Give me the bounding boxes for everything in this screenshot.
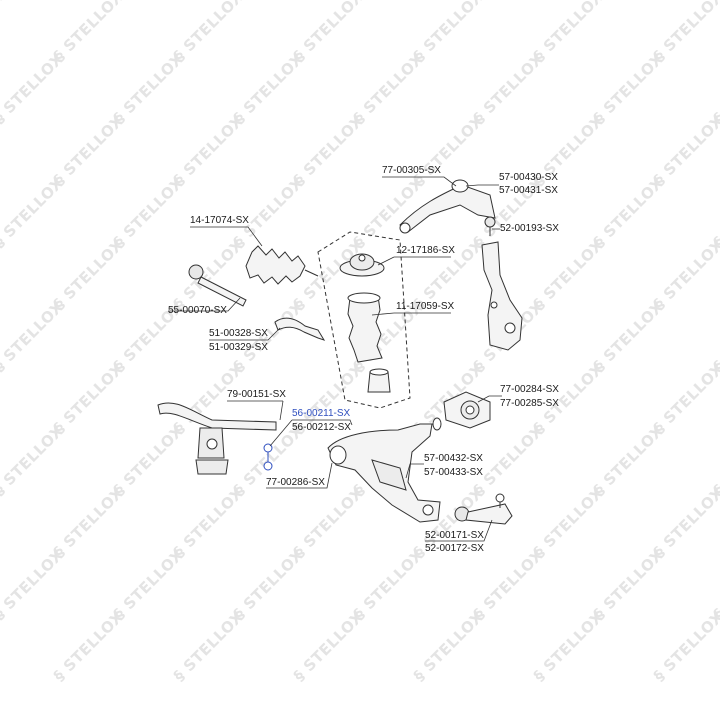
watermark-logo: § STELLOX: [410, 608, 487, 685]
watermark-logo: § STELLOX: [530, 484, 607, 561]
watermark-logo: § STELLOX: [530, 0, 607, 65]
watermark-logo: § STELLOX: [110, 174, 187, 251]
label-57-00432: 57-00432-SX: [424, 453, 483, 464]
watermark-logo: § STELLOX: [530, 608, 607, 685]
watermark-logo: § STELLOX: [110, 50, 187, 127]
watermark-logo: § STELLOX: [350, 50, 427, 127]
label-77-00305: 77-00305-SX: [382, 165, 441, 176]
watermark-logo: § STELLOX: [590, 50, 667, 127]
steering-knuckle: [481, 241, 523, 351]
watermark-logo: § STELLOX: [0, 546, 67, 623]
watermark-logo: § STELLOX: [590, 546, 667, 623]
watermark-logo: § STELLOX: [170, 608, 247, 685]
label-77-00285: 77-00285-SX: [500, 398, 559, 409]
label-14-17074: 14-17074-SX: [190, 215, 249, 226]
watermark-logo: § STELLOX: [650, 0, 720, 65]
watermark-logo: § STELLOX: [590, 422, 667, 499]
watermark-logo: § STELLOX: [590, 298, 667, 375]
label-57-00430: 57-00430-SX: [499, 172, 558, 183]
watermark-logo: § STELLOX: [230, 546, 307, 623]
watermark-logo: § STELLOX: [0, 298, 67, 375]
watermark-logo: § STELLOX: [650, 608, 720, 685]
lower-ball-joint: [454, 493, 513, 525]
watermark-logo: § STELLOX: [530, 236, 607, 313]
label-12-17186: 12-17186-SX: [396, 245, 455, 256]
label-51-00328: 51-00328-SX: [209, 328, 268, 339]
label-57-00431: 57-00431-SX: [499, 185, 558, 196]
watermark-logo: § STELLOX: [650, 484, 720, 561]
label-52-00172: 52-00172-SX: [425, 543, 484, 554]
watermark-logo: § STELLOX: [50, 236, 127, 313]
label-51-00329: 51-00329-SX: [209, 342, 268, 353]
watermark-logo: § STELLOX: [410, 0, 487, 65]
watermark-logo: § STELLOX: [470, 546, 547, 623]
watermark-logo: § STELLOX: [290, 112, 367, 189]
label-55-00070: 55-00070-SX: [168, 305, 227, 316]
watermark-logo: § STELLOX: [230, 50, 307, 127]
watermark-logo: § STELLOX: [590, 174, 667, 251]
lower-arm-bushing: [422, 417, 442, 431]
watermark-logo: § STELLOX: [290, 0, 367, 65]
watermark-logo: § STELLOX: [170, 484, 247, 561]
watermark-logo: § STELLOX: [650, 112, 720, 189]
stabilizer-bracket: [274, 317, 326, 341]
label-77-00284: 77-00284-SX: [500, 384, 559, 395]
watermark-logo: § STELLOX: [230, 174, 307, 251]
watermark-logo: § STELLOX: [0, 174, 67, 251]
watermark-logo: § STELLOX: [650, 360, 720, 437]
watermark-logo: § STELLOX: [470, 50, 547, 127]
label-56-00211: 56-00211-SX: [292, 408, 351, 419]
watermark-logo: § STELLOX: [170, 112, 247, 189]
bump-stop: [367, 368, 391, 393]
rear-bushing: [443, 391, 491, 429]
watermark-logo: § STELLOX: [0, 50, 67, 127]
strut-bundle-outline: [317, 231, 411, 409]
upper-control-arm: [399, 179, 496, 234]
strut-mount: [339, 253, 385, 277]
watermark-logo: § STELLOX: [50, 484, 127, 561]
watermark-logo: § STELLOX: [0, 422, 67, 499]
label-79-00151: 79-00151-SX: [227, 389, 286, 400]
label-52-00193: 52-00193-SX: [500, 223, 559, 234]
stabilizer-bar: [157, 402, 277, 475]
watermark-logo: § STELLOX: [50, 608, 127, 685]
label-57-00433: 57-00433-SX: [424, 467, 483, 478]
leader-lines: [168, 176, 502, 542]
upper-ball-joint: [484, 216, 496, 236]
label-52-00171: 52-00171-SX: [425, 530, 484, 541]
rack-boot: [245, 245, 319, 285]
watermark-logo: § STELLOX: [0, 0, 7, 65]
inner-tie-rod: [188, 264, 247, 307]
label-11-17059: 11-17059-SX: [396, 301, 455, 312]
watermark-logo: § STELLOX: [350, 546, 427, 623]
watermark-logo: § STELLOX: [290, 484, 367, 561]
watermark-logo: § STELLOX: [110, 422, 187, 499]
watermark-logo: § STELLOX: [50, 112, 127, 189]
watermark-logo: § STELLOX: [50, 0, 127, 65]
label-56-00212: 56-00212-SX: [292, 422, 351, 433]
watermark-logo: § STELLOX: [110, 546, 187, 623]
watermark-logo: § STELLOX: [650, 236, 720, 313]
watermark-logo: § STELLOX: [50, 360, 127, 437]
watermark-logo: § STELLOX: [0, 0, 67, 3]
watermark-logo: § STELLOX: [290, 608, 367, 685]
watermark-logo: § STELLOX: [170, 0, 247, 65]
label-77-00286: 77-00286-SX: [266, 477, 325, 488]
dust-boot: [347, 292, 383, 363]
